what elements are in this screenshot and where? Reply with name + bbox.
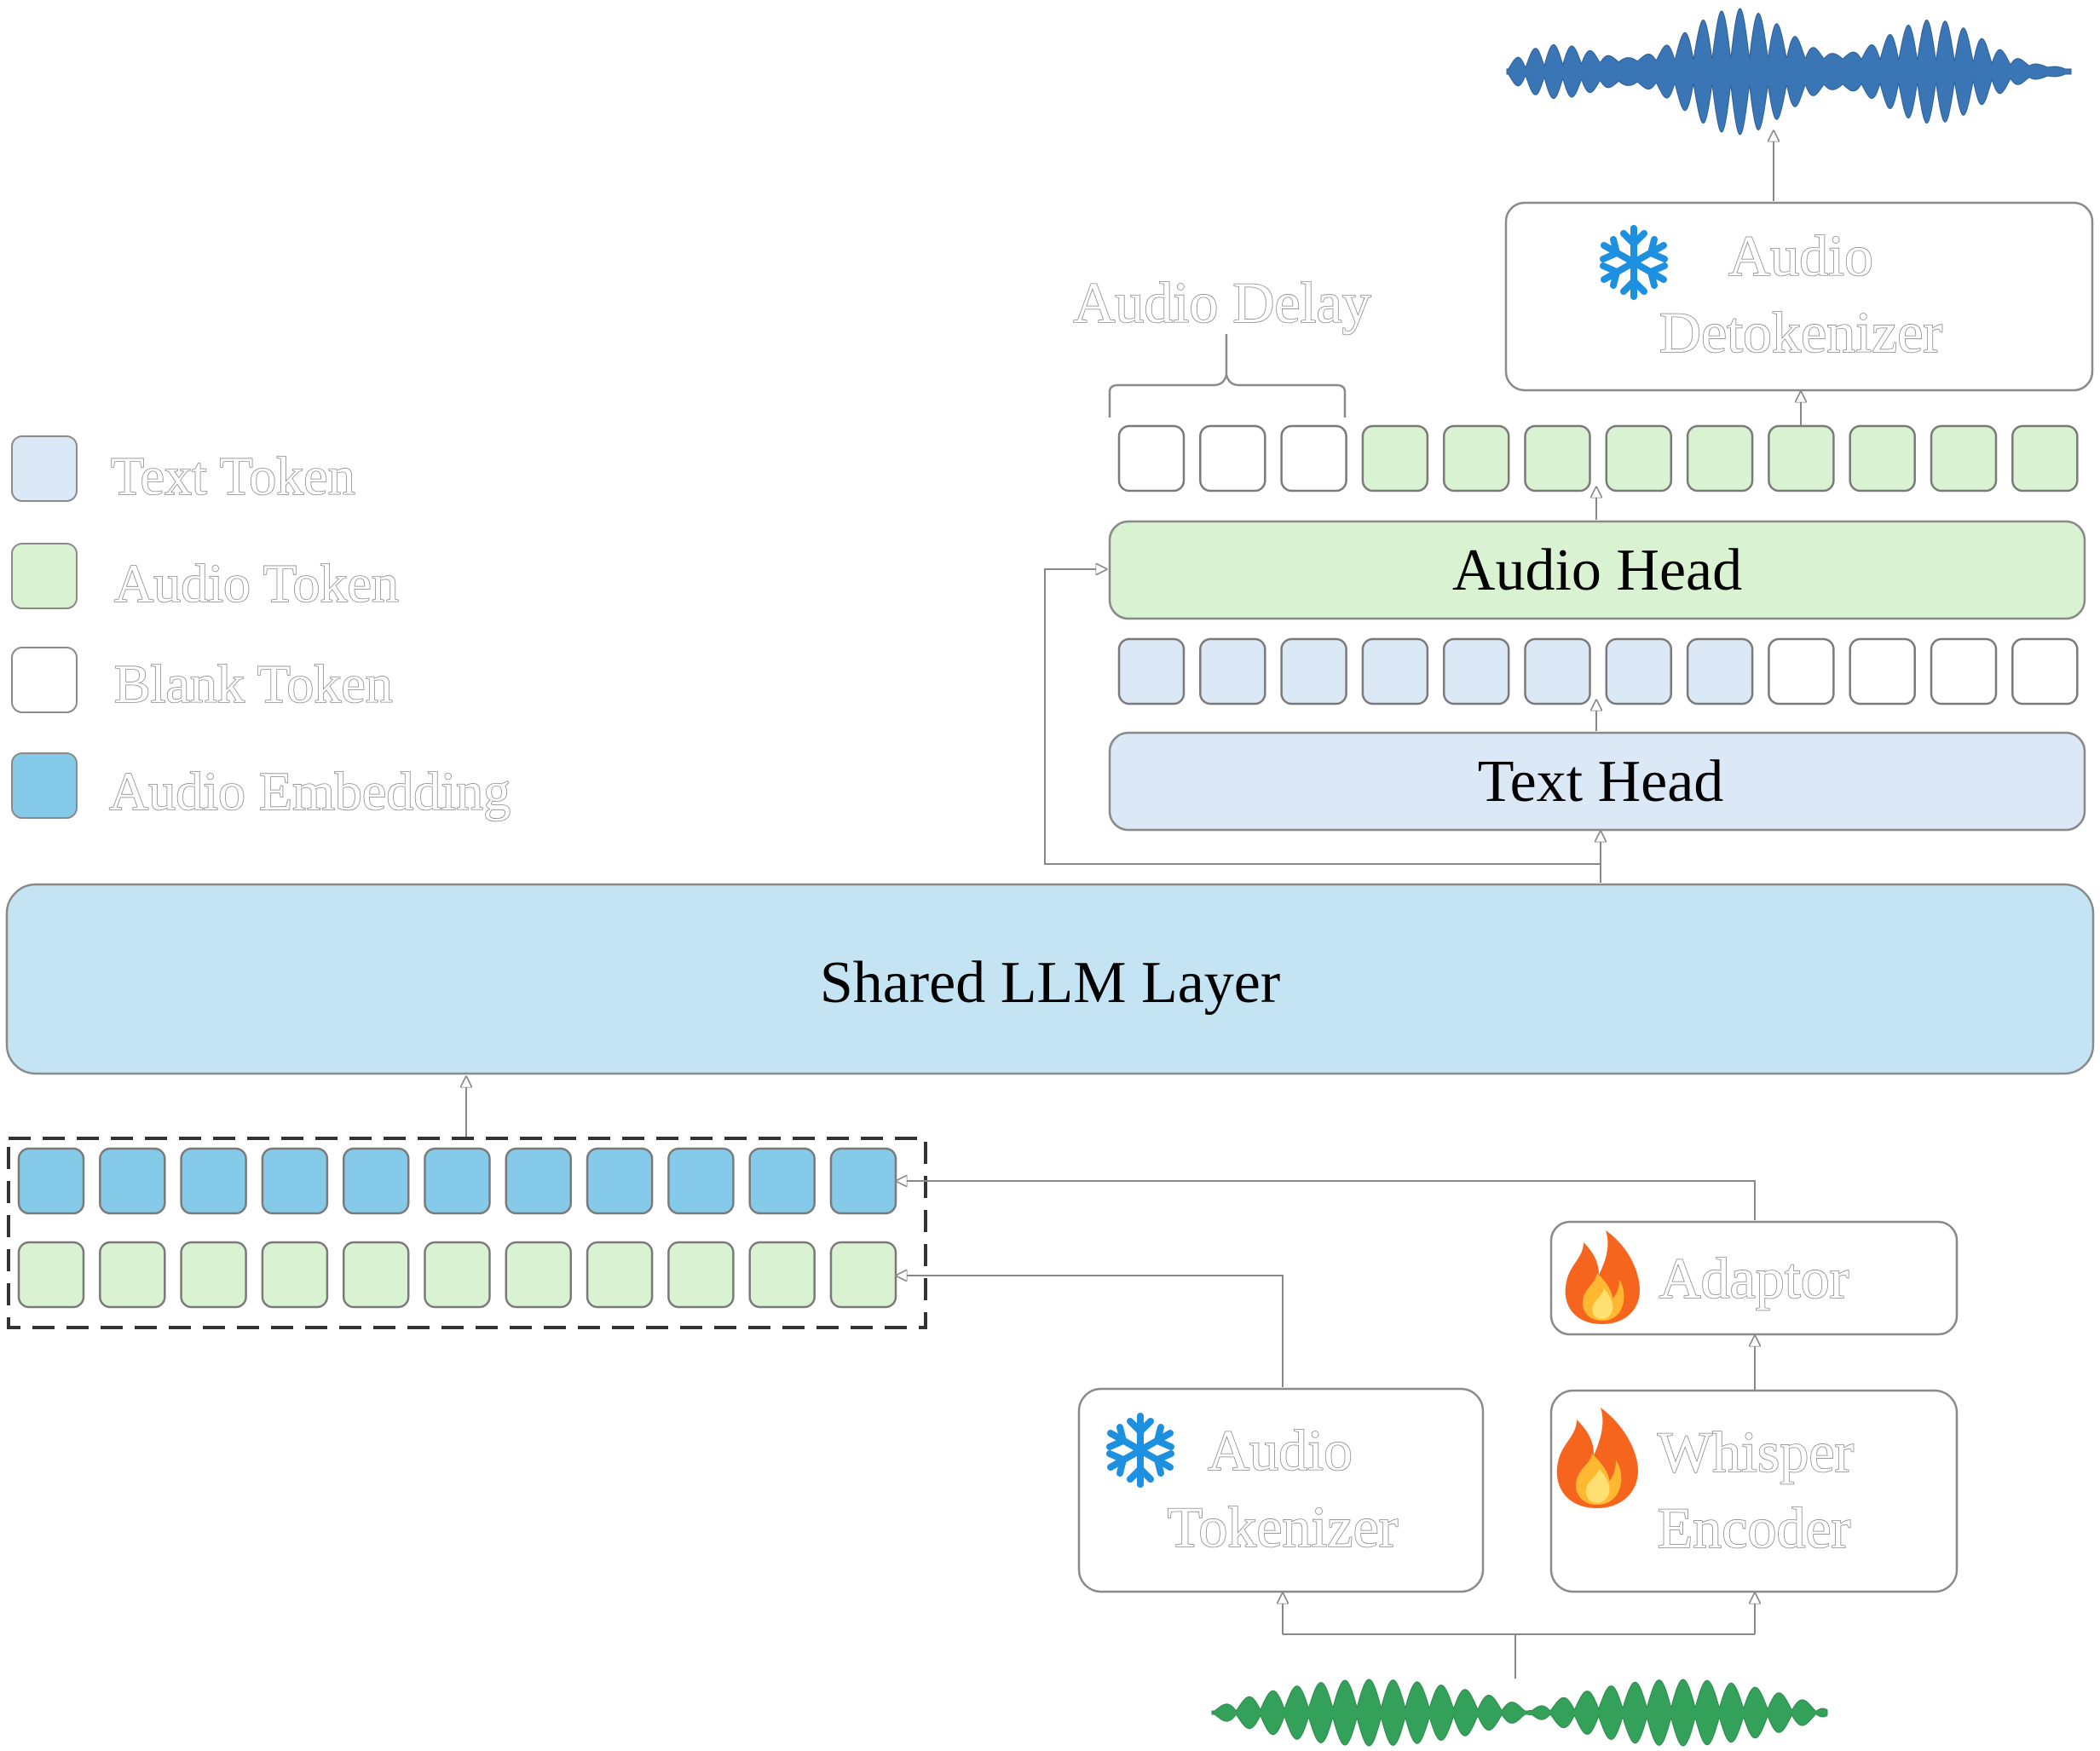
blank-token xyxy=(1849,637,1916,706)
text-head-label: Text Head xyxy=(1478,749,1724,815)
arrow-input-split xyxy=(1283,1633,1755,1679)
audio-token xyxy=(342,1241,410,1309)
audio-token xyxy=(667,1241,735,1309)
audio-detokenizer-label-1: Audio xyxy=(1728,223,1873,288)
audio-embedding-token xyxy=(748,1147,816,1215)
text-token xyxy=(1199,637,1266,706)
shared-llm-label: Shared LLM Layer xyxy=(820,950,1280,1016)
text-token xyxy=(1524,637,1591,706)
audio-embedding-token xyxy=(505,1147,573,1215)
fire-icon xyxy=(1556,1408,1638,1508)
legend-label-text: Text Token xyxy=(111,446,355,506)
audio-token xyxy=(586,1241,654,1309)
audio-token xyxy=(99,1241,166,1309)
blank-token xyxy=(1199,424,1266,492)
audio-tokenizer-label-1: Audio xyxy=(1208,1418,1353,1483)
audio-embedding-token xyxy=(342,1147,410,1215)
audio-delay-annotation: Audio Delay xyxy=(1073,269,1371,418)
snowflake-icon xyxy=(1106,1413,1174,1488)
adaptor-label: Adaptor xyxy=(1659,1246,1849,1310)
text-token xyxy=(1117,637,1186,706)
audio-token xyxy=(1849,424,1916,492)
input-audio-token-row xyxy=(17,1241,897,1309)
audio-token xyxy=(1930,424,1998,492)
legend-swatch-text xyxy=(11,435,78,502)
audio-detokenizer-label-2: Detokenizer xyxy=(1659,300,1943,365)
audio-embedding-token xyxy=(17,1147,85,1215)
audio-token xyxy=(829,1241,897,1309)
audio-embedding-token xyxy=(424,1147,491,1215)
whisper-label-2: Encoder xyxy=(1658,1495,1851,1560)
text-token xyxy=(1442,637,1510,706)
text-token xyxy=(1605,637,1673,706)
blank-token xyxy=(1117,424,1186,492)
input-token-group xyxy=(7,1137,927,1329)
audio-output-token-row xyxy=(1117,424,2079,492)
text-head-box: Text Head xyxy=(1108,731,2086,832)
audio-delay-brace xyxy=(1108,334,1347,418)
fire-icon xyxy=(1565,1230,1640,1324)
text-output-token-row xyxy=(1117,637,2079,706)
blank-token xyxy=(1930,637,1998,706)
arrow-tokenizer-to-audiotokens xyxy=(897,1276,1284,1387)
output-waveform xyxy=(1506,8,2072,135)
blank-token xyxy=(2011,637,2079,706)
input-waveform xyxy=(1211,1679,1828,1747)
audio-delay-label: Audio Delay xyxy=(1073,270,1370,335)
whisper-label-1: Whisper xyxy=(1658,1420,1855,1484)
audio-embedding-token xyxy=(667,1147,735,1215)
text-token xyxy=(1280,637,1347,706)
audio-head-box: Audio Head xyxy=(1108,520,2086,620)
audio-token xyxy=(1686,424,1754,492)
audio-tokenizer-box: Audio Tokenizer xyxy=(1077,1387,1485,1593)
audio-token xyxy=(1605,424,1673,492)
adaptor-box: Adaptor xyxy=(1549,1220,1959,1336)
audio-token xyxy=(1768,424,1835,492)
legend-swatch-audio xyxy=(11,543,78,609)
audio-head-label: Audio Head xyxy=(1452,538,1742,603)
audio-embedding-token xyxy=(99,1147,166,1215)
audio-tokenizer-label-2: Tokenizer xyxy=(1168,1495,1399,1559)
audio-embedding-token xyxy=(261,1147,329,1215)
audio-token xyxy=(1524,424,1591,492)
blank-token xyxy=(1768,637,1835,706)
audio-embedding-token xyxy=(586,1147,654,1215)
legend-swatch-embedding xyxy=(11,752,78,819)
audio-embedding-token xyxy=(180,1147,247,1215)
whisper-encoder-box: Whisper Encoder xyxy=(1549,1389,1959,1593)
text-token xyxy=(1361,637,1429,706)
arrow-adaptor-to-embeddings xyxy=(897,1181,1756,1220)
audio-token xyxy=(424,1241,491,1309)
audio-token xyxy=(505,1241,573,1309)
snowflake-icon xyxy=(1600,225,1668,300)
audio-token xyxy=(180,1241,247,1309)
audio-embedding-token xyxy=(829,1147,897,1215)
audio-token xyxy=(1442,424,1510,492)
audio-token xyxy=(17,1241,85,1309)
legend-label-embedding: Audio Embedding xyxy=(109,761,511,821)
audio-token xyxy=(261,1241,329,1309)
legend-label-blank: Blank Token xyxy=(114,654,393,714)
blank-token xyxy=(1280,424,1347,492)
audio-detokenizer-box: Audio Detokenizer xyxy=(1504,201,2094,392)
shared-llm-layer-box: Shared LLM Layer xyxy=(5,883,2095,1075)
legend-swatch-blank xyxy=(11,647,78,713)
audio-token xyxy=(2011,424,2079,492)
arrow-llm-to-audiohead xyxy=(1044,569,1601,865)
audio-token xyxy=(1361,424,1429,492)
legend-label-audio: Audio Token xyxy=(114,553,399,613)
text-token xyxy=(1686,637,1754,706)
audio-token xyxy=(748,1241,816,1309)
input-embedding-row xyxy=(17,1147,897,1215)
legend: Text Token Audio Token Blank Token Audio… xyxy=(11,435,511,822)
